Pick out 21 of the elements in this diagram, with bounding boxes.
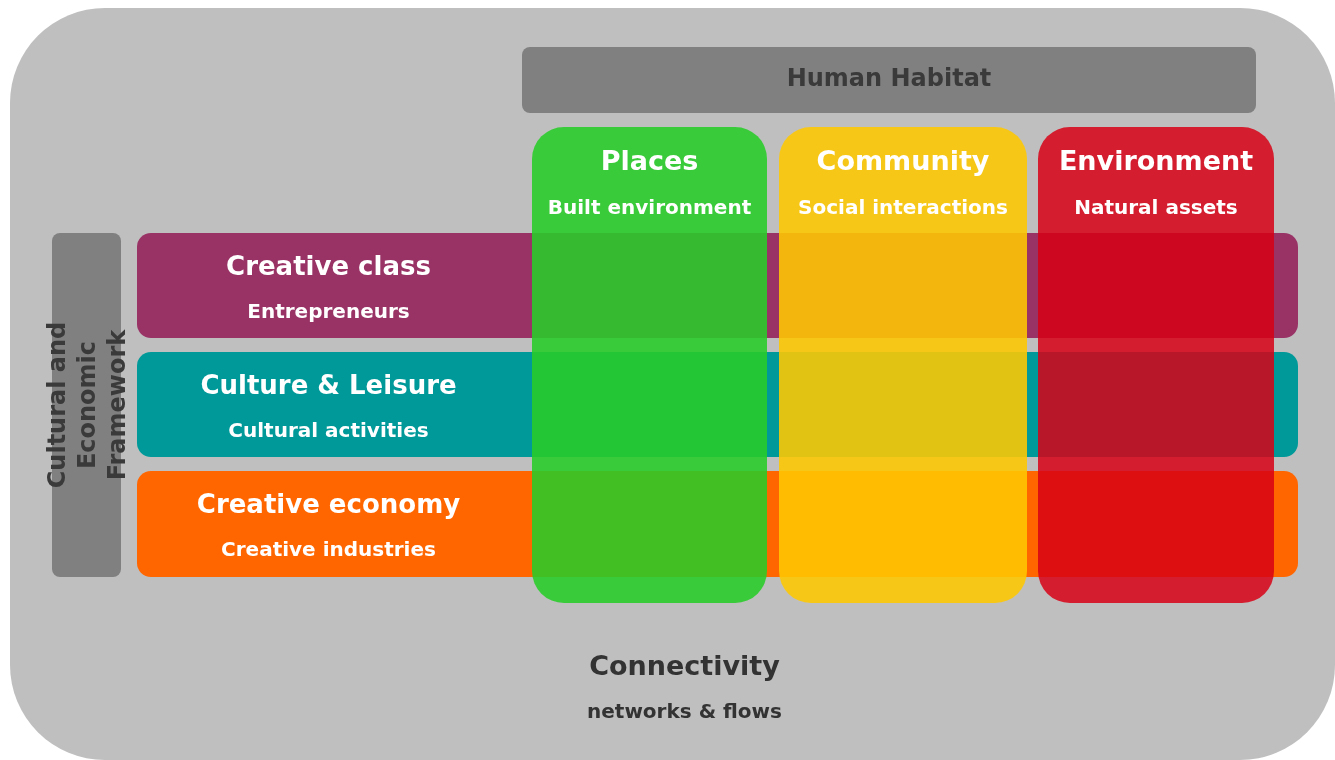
subheading-text: Cultural activities	[228, 418, 429, 442]
header-bar	[522, 47, 1256, 113]
subheading-text: Built environment	[547, 195, 752, 219]
subheading-text: Social interactions	[798, 195, 1008, 219]
subheading-text: Natural assets	[1074, 195, 1238, 219]
heading-text: Creative economy	[196, 489, 461, 519]
heading-text: Community	[816, 145, 990, 176]
heading-text: Human Habitat	[786, 64, 992, 92]
heading-text: Creative class	[226, 251, 431, 281]
column-band	[779, 127, 1027, 603]
heading-text: Connectivity	[589, 650, 780, 681]
heading-text: Places	[600, 145, 699, 176]
background-panel	[10, 8, 1335, 760]
heading-text: Environment	[1058, 145, 1254, 176]
column-band	[532, 127, 767, 603]
subheading-text: networks & flows	[587, 699, 782, 723]
heading-text: Culture & Leisure	[200, 370, 457, 400]
subheading-text: Entrepreneurs	[247, 299, 410, 323]
subheading-text: Creative industries	[221, 537, 436, 561]
side-label: Cultural and Economic Framework	[41, 320, 132, 491]
column-band	[1038, 127, 1274, 603]
